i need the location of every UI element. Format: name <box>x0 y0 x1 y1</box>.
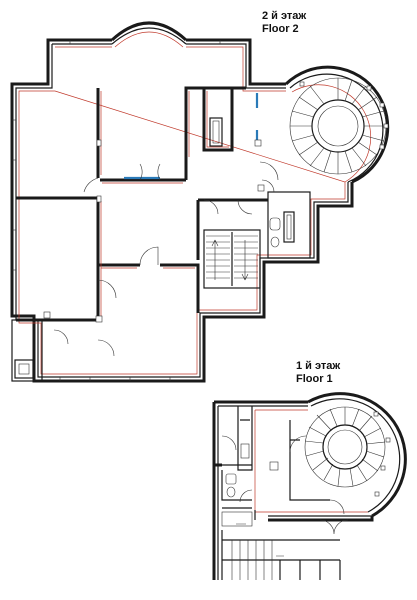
floor-2-bathroom <box>267 191 311 259</box>
floor-1-entrance-stairs <box>221 523 341 580</box>
closet <box>209 117 223 147</box>
floor-2-windows <box>12 40 265 381</box>
floor-1-outer-wall <box>212 400 374 580</box>
floor-2-plan <box>10 21 390 383</box>
floor-2-outer-wall <box>10 38 354 383</box>
floor-2-staircase <box>203 229 261 289</box>
floor-1-plan <box>212 392 407 580</box>
floor-2-label: 2 й этаж Floor 2 <box>262 10 306 36</box>
floor-1-label-ru: 1 й этаж <box>296 360 341 372</box>
floor-1-doors <box>221 435 349 535</box>
floor-1-partitions <box>221 406 330 527</box>
floor-2-spiral-tower <box>284 65 390 184</box>
corner-room <box>11 319 98 382</box>
floor-1-label-en: Floor 1 <box>296 373 333 385</box>
bay-window <box>110 21 188 42</box>
floor-2-doors <box>53 161 279 357</box>
floor-2-partitions <box>16 86 268 322</box>
floor-2-glazing <box>124 93 259 180</box>
floor-1-label: 1 й этаж Floor 1 <box>296 360 340 386</box>
floor-2-label-en: Floor 2 <box>262 23 299 35</box>
floor-2-label-ru: 2 й этаж <box>262 10 307 22</box>
floor-1-spiral-tower <box>304 392 407 518</box>
